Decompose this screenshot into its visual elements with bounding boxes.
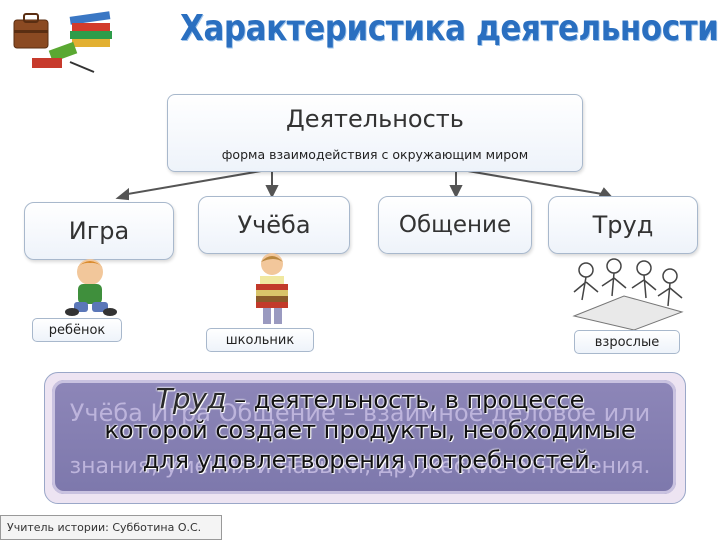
tag-child: ребёнок	[32, 318, 122, 342]
definition-term: Труд	[155, 382, 227, 415]
activity-study-box: Учёба	[198, 196, 350, 254]
overlapping-text-2: знания, умения и навыки, дружеские отнош…	[69, 454, 651, 479]
definition-text: Труд – деятельность, в процессе которой …	[30, 384, 710, 475]
activity-communication-box: Общение	[378, 196, 532, 254]
definition-line-3: для удовлетворения потребностей.	[142, 446, 598, 474]
tag-adults: взрослые	[574, 330, 680, 354]
definition-line-2: которой создает продукты, необходимые	[104, 416, 636, 444]
school-supplies-icon	[10, 6, 120, 76]
activity-play-box: Игра	[24, 202, 174, 260]
page-title: Характеристика деятельности	[180, 8, 719, 49]
student-illustration	[244, 250, 300, 328]
tag-student: школьник	[206, 328, 314, 352]
activity-heading: Деятельность	[286, 105, 464, 133]
workers-illustration	[564, 256, 688, 331]
activity-definition-box: Деятельность форма взаимодействия с окру…	[167, 94, 583, 172]
child-illustration	[60, 256, 120, 318]
definition-panel	[52, 380, 676, 494]
activity-work-box: Труд	[548, 196, 698, 254]
activity-subheading: форма взаимодействия с окружающим миром	[221, 147, 529, 162]
overlapping-text-1: Учёба Игра Общение – взаимное деловое ил…	[69, 399, 651, 427]
definition-line-1: – деятельность, в процессе	[226, 386, 585, 414]
author-footer: Учитель истории: Субботина О.С.	[0, 515, 222, 540]
